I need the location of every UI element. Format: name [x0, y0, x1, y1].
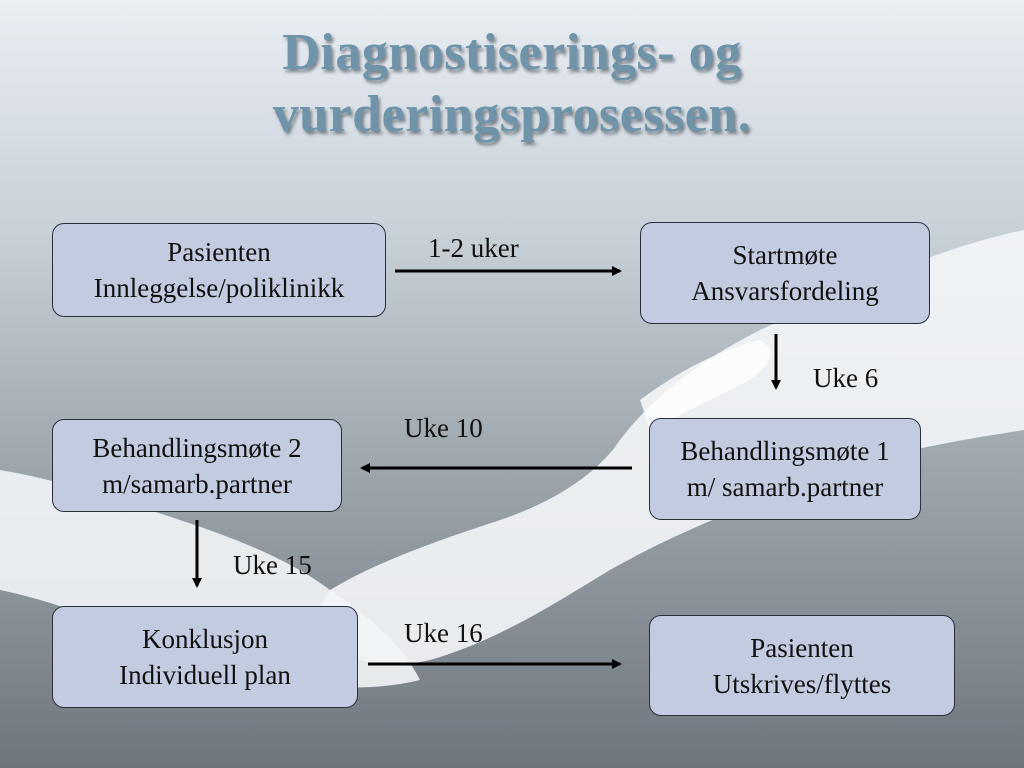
box-line-2: m/samarb.partner	[102, 468, 292, 499]
box-line-1: Behandlingsmøte 2	[92, 432, 302, 463]
box-line-2: Individuell plan	[119, 660, 291, 690]
box-startmote: Startmøte Ansvarsfordeling	[640, 222, 930, 324]
box-line-2: Ansvarsfordeling	[691, 276, 879, 306]
box-line-1: Konklusjon	[141, 624, 268, 654]
box-line-1: Pasienten	[750, 632, 854, 663]
arrow-label-uke-10: Uke 10	[404, 413, 483, 443]
box-line-2: Innleggelse/poliklinikk	[93, 273, 345, 303]
box-line-2: m/ samarb.partner	[686, 472, 884, 502]
title-line-2: vurderingsprosessen.	[272, 86, 752, 143]
box-pasienten-innleggelse: Pasienten Innleggelse/poliklinikk	[52, 223, 386, 317]
box-konklusjon: Konklusjon Individuell plan	[52, 606, 358, 708]
box-line-1: Startmøte	[732, 240, 838, 270]
box-behandlingsmote-2: Behandlingsmøte 2 m/samarb.partner	[52, 419, 342, 512]
arrow-label-uke-15: Uke 15	[233, 550, 312, 580]
box-behandlingsmote-1: Behandlingsmøte 1 m/ samarb.partner	[649, 418, 921, 520]
slide-title: Diagnostiserings- og vurderingsprosessen…	[0, 22, 1024, 146]
box-line-2: Utskrives/flyttes	[712, 668, 892, 699]
title-line-1: Diagnostiserings- og	[282, 24, 742, 81]
box-line-1: Pasienten	[167, 237, 271, 267]
box-pasienten-utskrives: Pasienten Utskrives/flyttes	[649, 615, 955, 716]
box-line-1: Behandlingsmøte 1	[680, 436, 890, 466]
arrow-label-1-2-uker: 1-2 uker	[428, 233, 519, 263]
arrow-label-uke-16: Uke 16	[404, 618, 483, 648]
arrow-label-uke-6: Uke 6	[813, 363, 879, 393]
